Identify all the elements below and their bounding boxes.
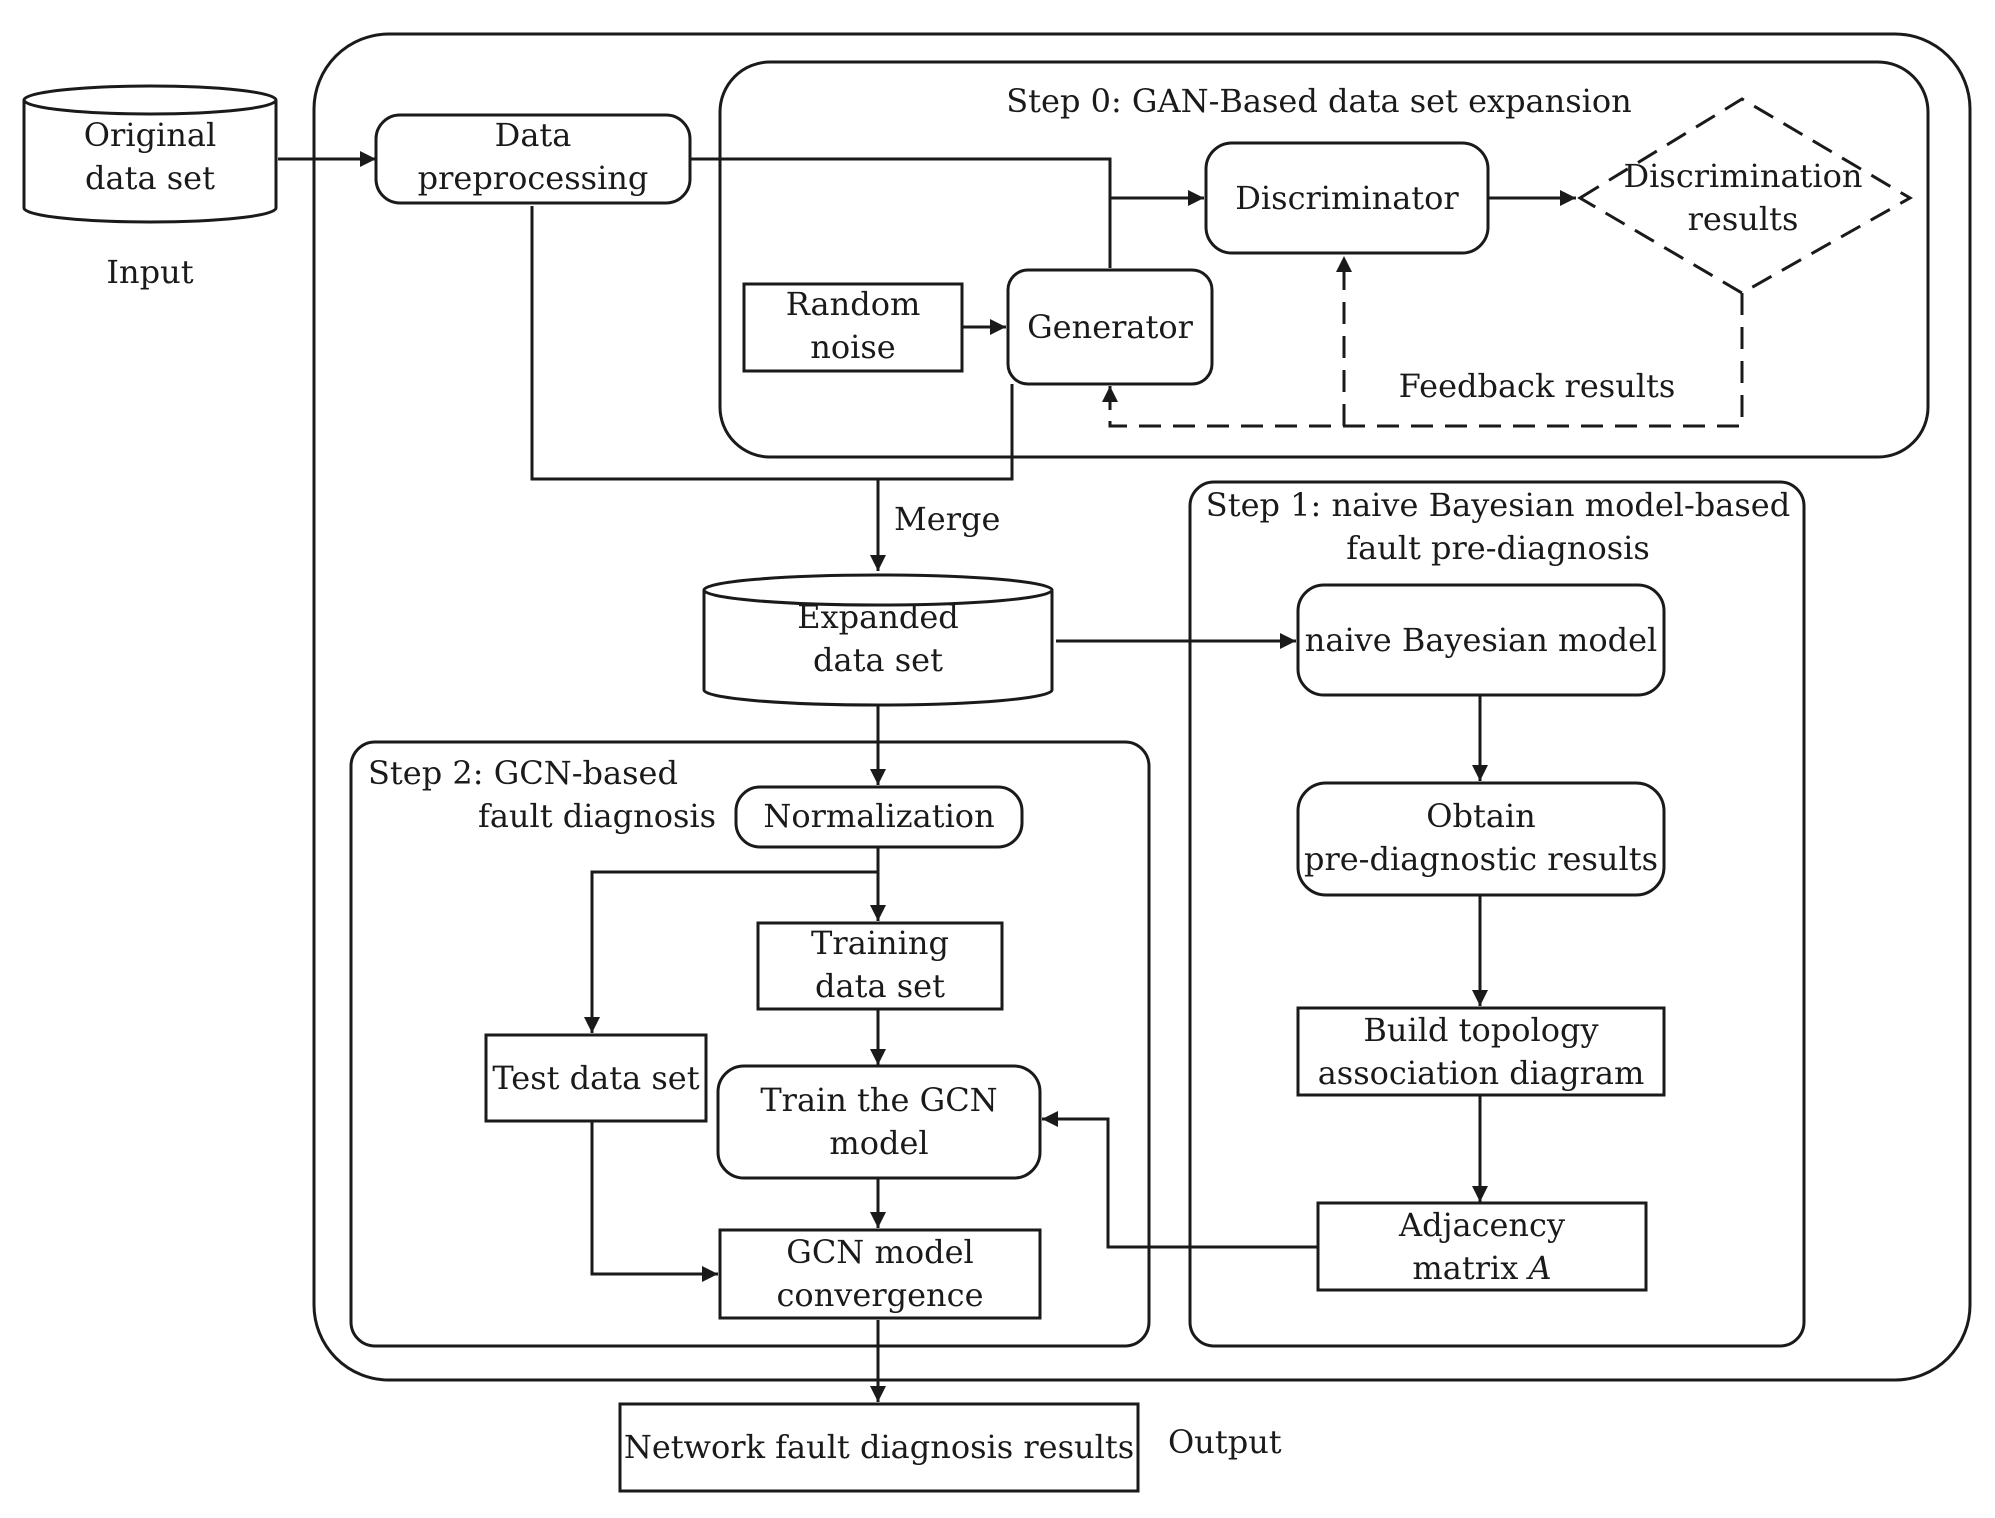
step2-title-line-2: fault diagnosis xyxy=(478,797,716,835)
training-data-set-box xyxy=(756,921,1004,1011)
step2-frame xyxy=(349,740,1151,1348)
input-label: Input xyxy=(106,253,193,291)
system-frame xyxy=(312,32,1972,1382)
obtain-prediagnostic-label-1: Obtain xyxy=(1426,797,1536,835)
train-gcn-label-2: model xyxy=(829,1124,928,1162)
arrow-normalization-to-test xyxy=(584,870,878,1033)
gcn-convergence-label-1: GCN model xyxy=(786,1233,973,1271)
original-data-set-cylinder: Original data set xyxy=(22,84,278,224)
line-preprocessing-to-discriminator xyxy=(690,157,1112,268)
adjacency-matrix-label-2: matrix A xyxy=(1412,1249,1551,1287)
step0-title: Step 0: GAN-Based data set expansion xyxy=(1006,82,1632,120)
random-noise-box xyxy=(742,282,964,373)
naive-bayesian-model-label: naive Bayesian model xyxy=(1305,621,1658,659)
naive-bayesian-model-box xyxy=(1296,583,1666,697)
normalization-label: Normalization xyxy=(763,797,994,835)
original-data-set-label-1: Original xyxy=(84,116,216,154)
generator-label: Generator xyxy=(1027,308,1194,346)
step1-title-line-1: Step 1: naive Bayesian model-based xyxy=(1206,486,1790,524)
step1-title-line-2: fault pre-diagnosis xyxy=(1346,529,1650,567)
build-topology-box xyxy=(1296,1006,1666,1097)
training-data-set-label-1: Training xyxy=(811,924,949,962)
gcn-convergence-label-2: convergence xyxy=(777,1276,984,1314)
discrimination-results-label-1: Discrimination xyxy=(1624,157,1863,195)
data-preprocessing-label-2: preprocessing xyxy=(418,159,649,197)
train-gcn-box xyxy=(716,1064,1042,1180)
network-results-box xyxy=(618,1402,1140,1493)
test-data-set-label: Test data set xyxy=(492,1059,699,1097)
data-preprocessing-label-1: Data xyxy=(495,116,572,154)
discrimination-results-diamond xyxy=(1577,97,1913,295)
expanded-data-set-label-1: Expanded xyxy=(797,598,958,636)
build-topology-label-2: association diagram xyxy=(1318,1054,1645,1092)
gcn-convergence-box xyxy=(718,1228,1042,1320)
random-noise-label-2: noise xyxy=(810,328,895,366)
normalization-box xyxy=(734,785,1024,849)
output-label: Output xyxy=(1168,1423,1282,1461)
discriminator-label: Discriminator xyxy=(1235,179,1459,217)
adjacency-matrix-word: matrix xyxy=(1412,1249,1528,1287)
obtain-prediagnostic-label-2: pre-diagnostic results xyxy=(1304,840,1658,878)
merge-label: Merge xyxy=(894,500,1000,538)
discrimination-results-label-2: results xyxy=(1688,200,1799,238)
adjacency-matrix-box xyxy=(1316,1201,1648,1292)
expanded-data-set-cylinder: Expanded data set xyxy=(702,573,1054,707)
line-preprocessing-to-merge xyxy=(530,206,1014,481)
obtain-prediagnostic-box xyxy=(1296,781,1666,897)
step2-title-line-1: Step 2: GCN-based xyxy=(368,754,678,792)
step1-frame xyxy=(1188,480,1806,1348)
expanded-data-set-label-2: data set xyxy=(813,641,943,679)
train-gcn-label-1: Train the GCN xyxy=(760,1081,997,1119)
arrow-adjacency-to-train-gcn xyxy=(1042,1111,1318,1249)
discriminator-box xyxy=(1204,141,1490,255)
test-data-set-box xyxy=(484,1033,708,1123)
training-data-set-label-2: data set xyxy=(815,967,945,1005)
generator-box xyxy=(1006,268,1214,386)
feedback-results-label: Feedback results xyxy=(1399,367,1676,405)
data-preprocessing-box xyxy=(374,113,692,205)
adjacency-matrix-label-1: Adjacency xyxy=(1398,1206,1565,1244)
original-data-set-label-2: data set xyxy=(85,159,215,197)
network-results-label: Network fault diagnosis results xyxy=(624,1428,1134,1466)
build-topology-label-1: Build topology xyxy=(1363,1011,1598,1049)
random-noise-label-1: Random xyxy=(786,285,921,323)
adjacency-matrix-symbol: A xyxy=(1525,1249,1551,1287)
step0-frame xyxy=(718,60,1930,459)
arrow-test-to-convergence xyxy=(590,1121,718,1282)
